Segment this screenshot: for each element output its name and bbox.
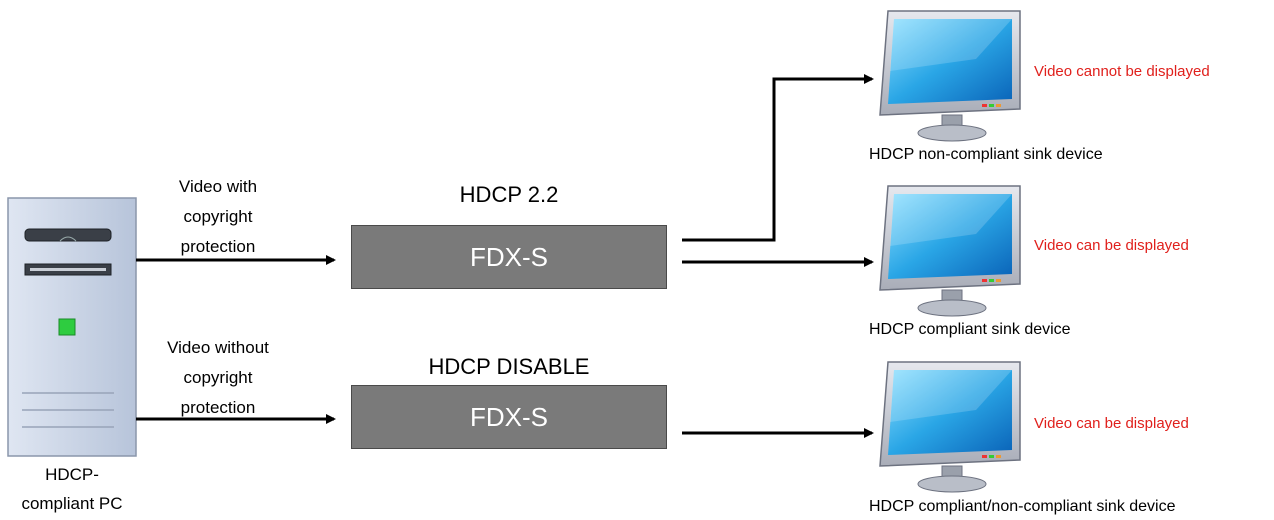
sink-caption-compliant: HDCP compliant sink device xyxy=(869,321,1071,338)
sink-status-compliant: Video can be displayed xyxy=(1034,237,1189,254)
input-label-protected: Video with copyright protection xyxy=(178,177,258,256)
converter-title-hdcp22: HDCP 2.2 xyxy=(459,182,559,207)
sink-status-non-compliant: Video cannot be displayed xyxy=(1034,63,1210,80)
pc-tower-icon xyxy=(7,197,137,457)
pc-label: HDCP- compliant PC xyxy=(21,465,123,513)
monitor-icon xyxy=(879,185,1021,317)
input-label-unprotected: Video without copyright protection xyxy=(167,338,269,417)
converter-title-hdcp-disable: HDCP DISABLE xyxy=(428,354,590,379)
monitor-icon xyxy=(879,361,1021,493)
output-arrow-non-compliant xyxy=(682,74,874,242)
sink-caption-any: HDCP compliant/non-compliant sink device xyxy=(869,498,1176,515)
converter-box-hdcp-disable: FDX-S xyxy=(351,385,667,449)
sink-caption-non-compliant: HDCP non-compliant sink device xyxy=(869,146,1103,163)
converter-label: FDX-S xyxy=(470,401,548,432)
monitor-icon xyxy=(879,10,1021,142)
converter-box-hdcp22: FDX-S xyxy=(351,225,667,289)
sink-status-any: Video can be displayed xyxy=(1034,415,1189,432)
converter-label: FDX-S xyxy=(470,241,548,272)
